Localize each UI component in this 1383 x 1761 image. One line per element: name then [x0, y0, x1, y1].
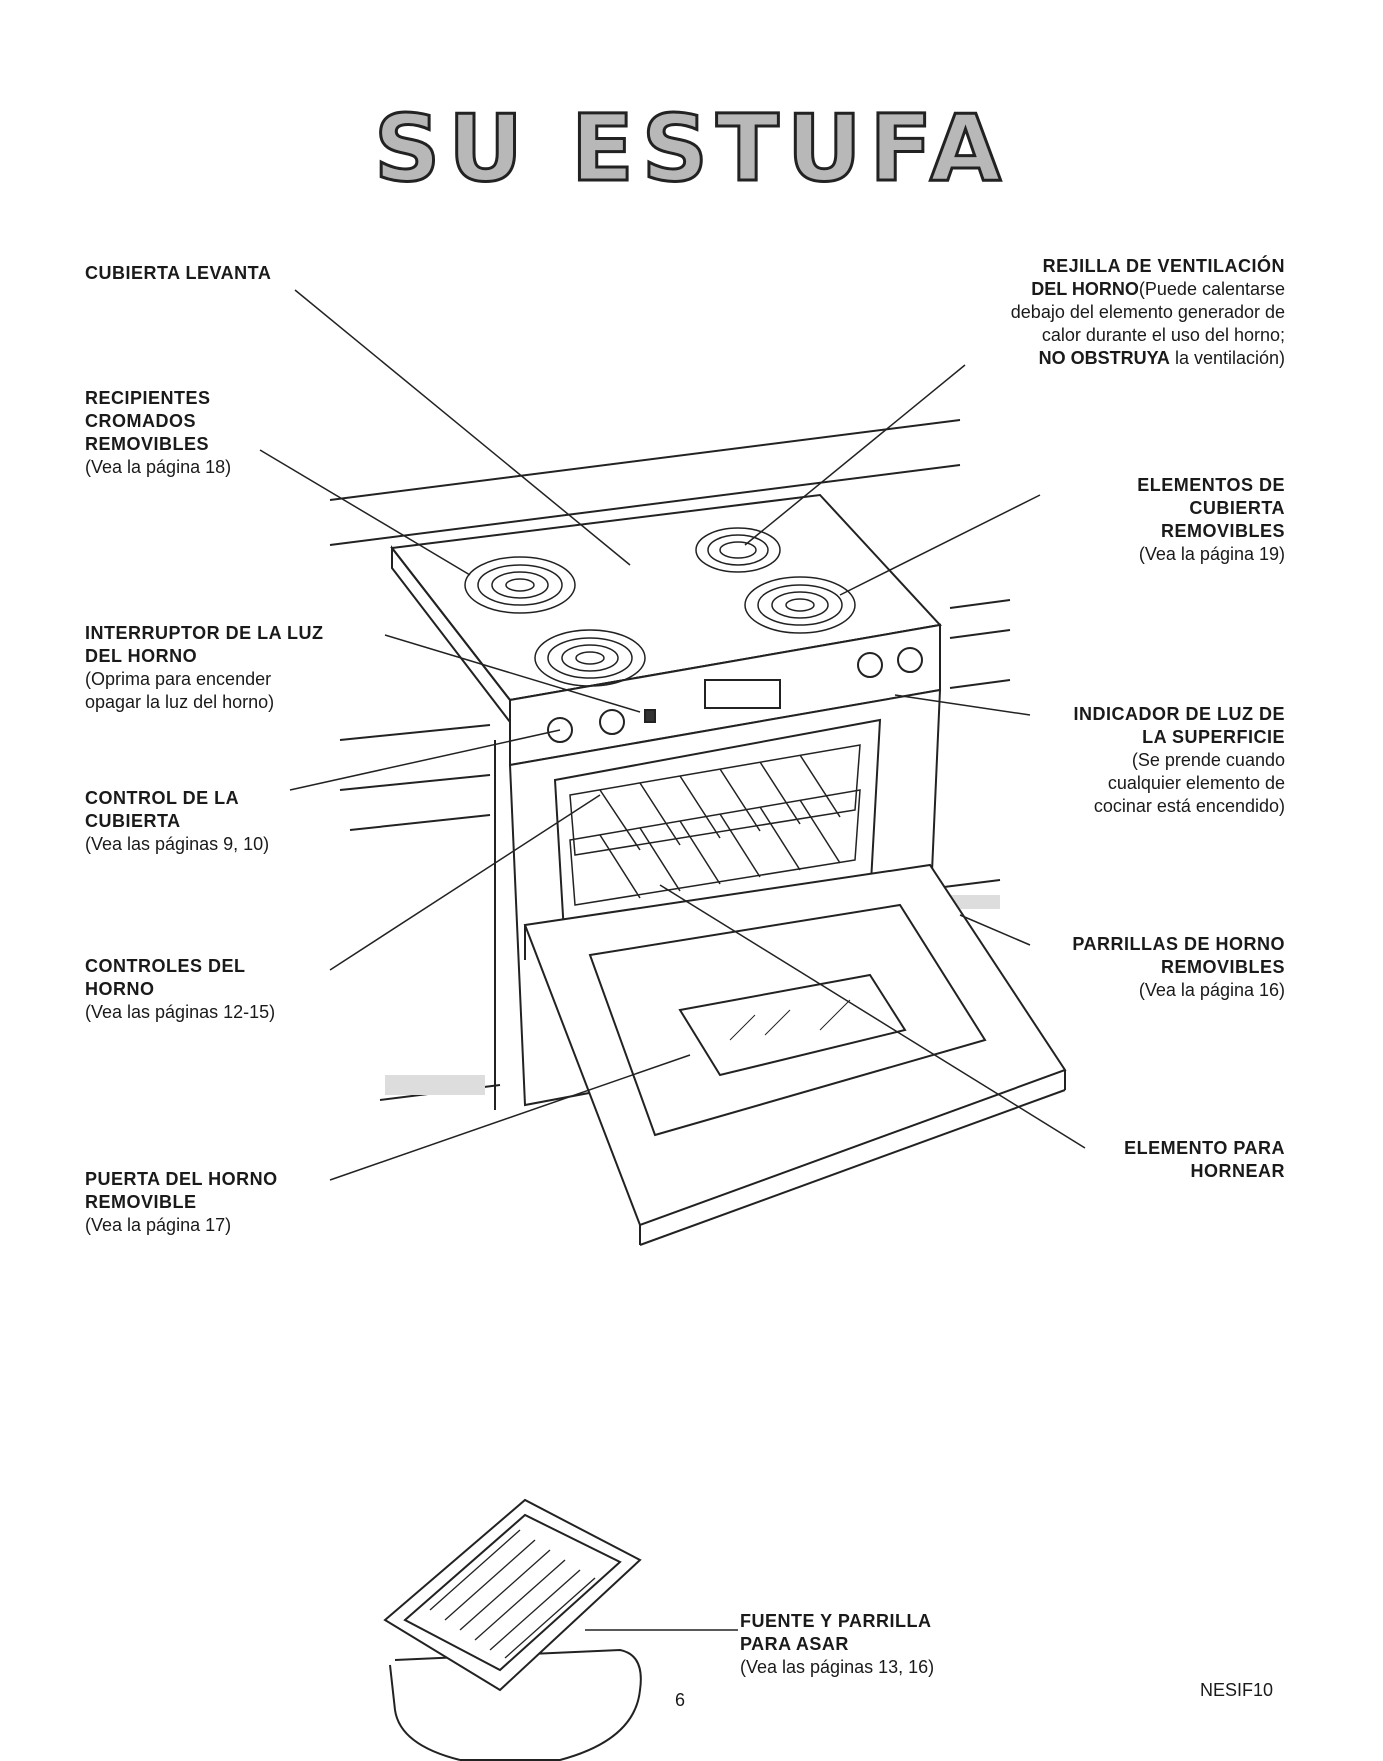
label-puerta-horno: PUERTA DEL HORNO REMOVIBLE (Vea la págin…	[85, 1168, 278, 1237]
label-control-cubierta: CONTROL DE LA CUBIERTA (Vea las páginas …	[85, 787, 269, 856]
label-title: PUERTA DEL HORNO	[85, 1169, 278, 1189]
label-title: PARA ASAR	[740, 1634, 849, 1654]
label-note: opagar la luz del horno)	[85, 692, 275, 712]
label-line: DEL HORNO(Puede calentarse	[900, 278, 1285, 301]
label-note: cocinar está encendido)	[1093, 796, 1285, 816]
label-line: NO OBSTRUYA la ventilación)	[900, 347, 1285, 370]
page-number: 6	[675, 1690, 686, 1710]
label-title: ELEMENTO PARA	[1124, 1138, 1285, 1158]
label-title: REMOVIBLES	[1160, 957, 1285, 977]
label-cubierta-levanta: CUBIERTA LEVANTA	[85, 262, 271, 285]
label-recipientes: RECIPIENTES CROMADOS REMOVIBLES (Vea la …	[85, 387, 231, 479]
label-note: (Oprima para encender	[85, 669, 272, 689]
label-parrillas-horno: PARRILLAS DE HORNO REMOVIBLES (Vea la pá…	[1000, 933, 1285, 1002]
page-reference: (Vea la página 16)	[1138, 980, 1285, 1000]
page-reference: (Vea las páginas 9, 10)	[85, 834, 270, 854]
label-elemento-hornear: ELEMENTO PARA HORNEAR	[1000, 1137, 1285, 1183]
label-title: FUENTE Y PARRILLA	[740, 1611, 932, 1631]
label-fuente-parrilla: FUENTE Y PARRILLA PARA ASAR (Vea las pág…	[740, 1610, 934, 1679]
label-title: REMOVIBLE	[85, 1192, 197, 1212]
page-reference: (Vea la página 18)	[85, 457, 232, 477]
label-title: REMOVIBLES	[1160, 521, 1285, 541]
label-title: CONTROLES DEL	[85, 956, 246, 976]
label-title: DEL HORNO	[85, 646, 198, 666]
page-reference: (Vea la página 17)	[85, 1215, 232, 1235]
document-code: NESIF10	[1200, 1680, 1274, 1700]
label-controles-horno: CONTROLES DEL HORNO (Vea las páginas 12-…	[85, 955, 275, 1024]
label-note: cualquier elemento de	[1107, 773, 1285, 793]
label-title: HORNO	[85, 979, 155, 999]
label-title: REJILLA DE VENTILACIÓN	[1042, 256, 1285, 276]
label-title: ELEMENTOS DE	[1137, 475, 1285, 495]
label-title: INTERRUPTOR DE LA LUZ	[85, 623, 324, 643]
label-text: (Puede calentarse	[1138, 279, 1285, 299]
label-note: calor durante el uso del horno;	[1041, 325, 1285, 345]
page-title: SU ESTUFA	[372, 94, 1010, 204]
label-title: CONTROL DE LA	[85, 788, 240, 808]
label-title: CUBIERTA LEVANTA	[85, 263, 272, 283]
label-indicador-luz: INDICADOR DE LUZ DE LA SUPERFICIE (Se pr…	[1000, 703, 1286, 818]
label-title: PARRILLAS DE HORNO	[1072, 934, 1285, 954]
label-title: CUBIERTA	[1189, 498, 1285, 518]
label-note: (Se prende cuando	[1131, 750, 1285, 770]
label-title: HORNEAR	[1190, 1161, 1285, 1181]
label-title: REMOVIBLES	[85, 434, 210, 454]
label-title: LA SUPERFICIE	[1142, 727, 1285, 747]
label-text: la ventilación)	[1169, 348, 1285, 368]
page-reference: (Vea las páginas 12-15)	[85, 1002, 276, 1022]
label-rejilla-ventilacion: REJILLA DE VENTILACIÓN DEL HORNO(Puede c…	[900, 255, 1285, 370]
label-bold-text: NO OBSTRUYA	[1038, 348, 1170, 368]
label-title: CROMADOS	[85, 411, 196, 431]
label-bold-text: DEL HORNO	[1031, 279, 1139, 299]
page-reference: (Vea las páginas 13, 16)	[740, 1657, 935, 1677]
label-title: CUBIERTA	[85, 811, 181, 831]
label-interruptor-luz: INTERRUPTOR DE LA LUZ DEL HORNO (Oprima …	[85, 622, 324, 714]
label-title: INDICADOR DE LUZ DE	[1073, 704, 1285, 724]
label-title: RECIPIENTES	[85, 388, 211, 408]
page-reference: (Vea la página 19)	[1138, 544, 1285, 564]
label-note: debajo del elemento generador de	[1010, 302, 1285, 322]
label-elementos-cubierta: ELEMENTOS DE CUBIERTA REMOVIBLES (Vea la…	[1000, 474, 1285, 566]
